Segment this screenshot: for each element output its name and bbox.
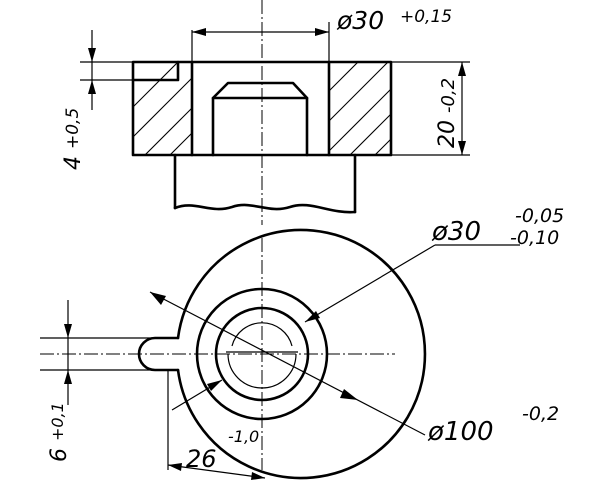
dim-width-6-tol: +0,1 xyxy=(48,402,67,441)
dim-dist-26-main: 26 xyxy=(186,445,217,473)
dim-d30-bottom-tol-upper: -0,05 xyxy=(515,205,564,227)
dim-d30-bottom-tol-lower: -0,10 xyxy=(510,227,559,249)
dim-depth-4: 4 +0,5 xyxy=(61,30,133,170)
dim-dist-26: 26 -1,0 xyxy=(167,370,266,480)
dim-depth-4-tol: +0,5 xyxy=(63,108,83,149)
dim-d30-top: ø30 +0,15 xyxy=(191,6,452,62)
hatch-left xyxy=(133,62,192,155)
svg-text:20 -0,2: 20 -0,2 xyxy=(435,78,460,148)
dim-width-6: 6 +0,1 xyxy=(40,300,155,462)
dim-d100-main: ø100 xyxy=(427,417,494,447)
dim-height-20-tol: -0,2 xyxy=(438,78,459,113)
hatch-right xyxy=(329,62,391,155)
dim-height-20-main: 20 xyxy=(435,120,460,148)
dim-d100-tol: -0,2 xyxy=(522,403,559,425)
outer-circle xyxy=(176,228,427,480)
dim-depth-4-main: 4 xyxy=(61,156,86,170)
dim-d30-top-tol: +0,15 xyxy=(400,7,452,27)
svg-text:4 +0,5: 4 +0,5 xyxy=(61,108,86,170)
dim-d30-top-main: ø30 xyxy=(336,6,384,35)
section-view xyxy=(131,0,393,225)
break-line xyxy=(173,203,357,214)
dim-dist-26-tol: -1,0 xyxy=(228,427,259,446)
svg-text:6 +0,1: 6 +0,1 xyxy=(47,402,72,462)
inner-pin xyxy=(211,81,309,157)
dim-d30-bottom: ø30 -0,05 -0,10 xyxy=(304,205,564,323)
groove-step xyxy=(131,60,180,82)
dim-d100: ø100 -0,2 xyxy=(149,291,559,447)
dim-width-6-main: 6 xyxy=(47,448,72,462)
plan-view xyxy=(40,228,427,480)
dim-height-20: 20 -0,2 xyxy=(391,61,470,156)
dim-d30-bottom-main: ø30 xyxy=(431,217,481,247)
